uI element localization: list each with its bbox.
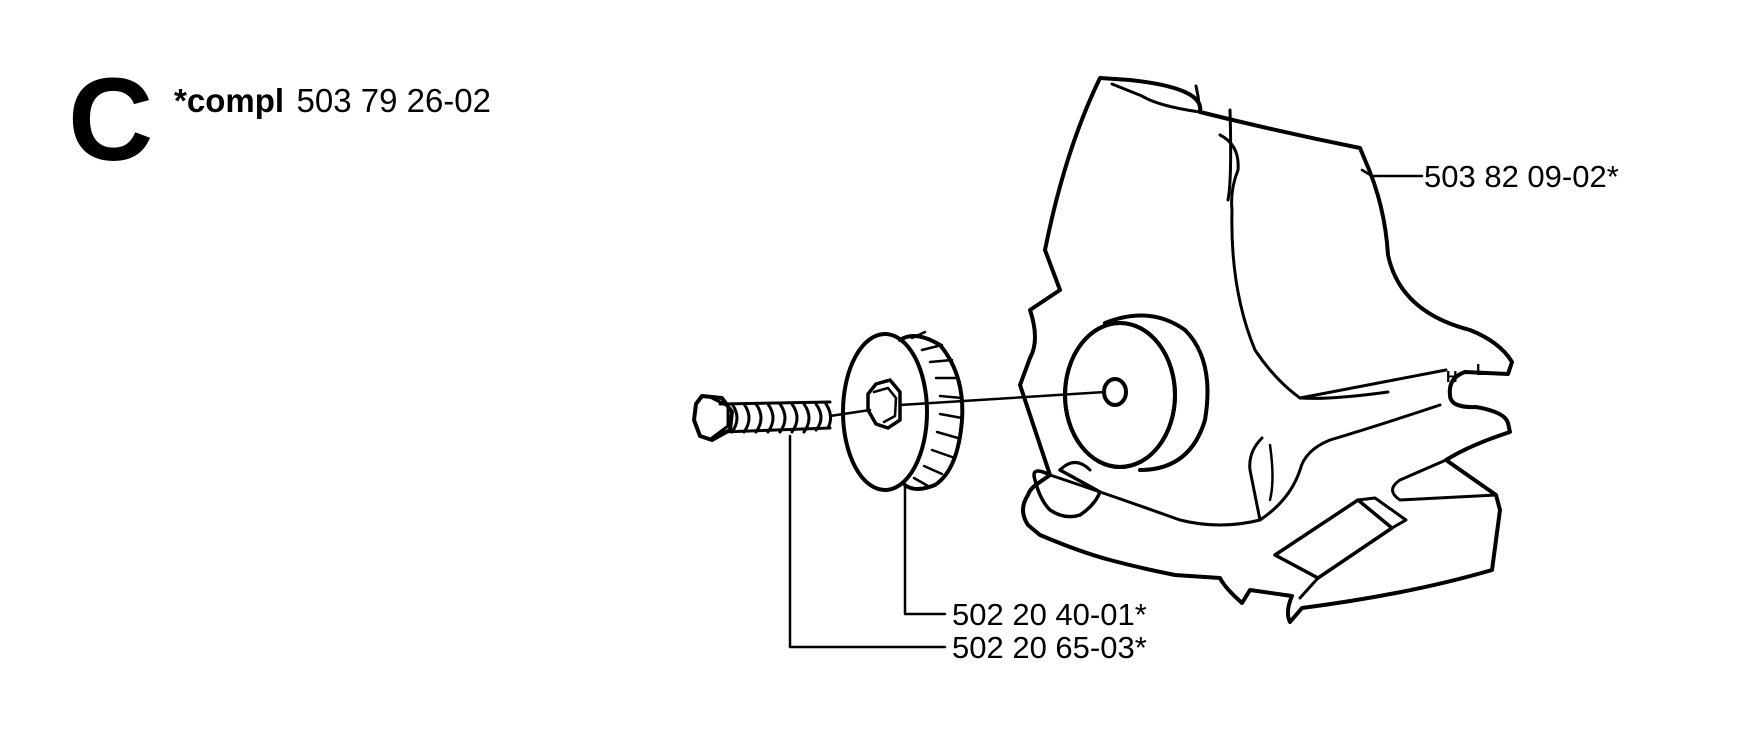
cover-outline — [1018, 76, 1514, 624]
knob-part-number: 502 20 40-01* — [952, 597, 1147, 632]
assembly-axis-line — [828, 390, 1107, 418]
knob-drawing — [841, 330, 965, 492]
cover-leader-line — [1360, 168, 1424, 178]
section-letter: C — [68, 54, 153, 186]
screw-leader-line — [788, 434, 947, 649]
knob-leader-line — [903, 483, 947, 616]
screw-drawing — [692, 394, 833, 442]
cover-drawing: H L — [1018, 76, 1514, 624]
kit-reference: *compl 503 79 26-02 — [174, 82, 491, 119]
cover-marking-h: H — [1446, 369, 1458, 386]
cover-part-number: 503 82 09-02* — [1424, 159, 1619, 194]
cover-marking-l: L — [1476, 362, 1486, 379]
screw-part-number: 502 20 65-03* — [952, 630, 1147, 665]
kit-number: 503 79 26-02 — [296, 82, 491, 119]
kit-prefix: *compl — [174, 82, 284, 119]
